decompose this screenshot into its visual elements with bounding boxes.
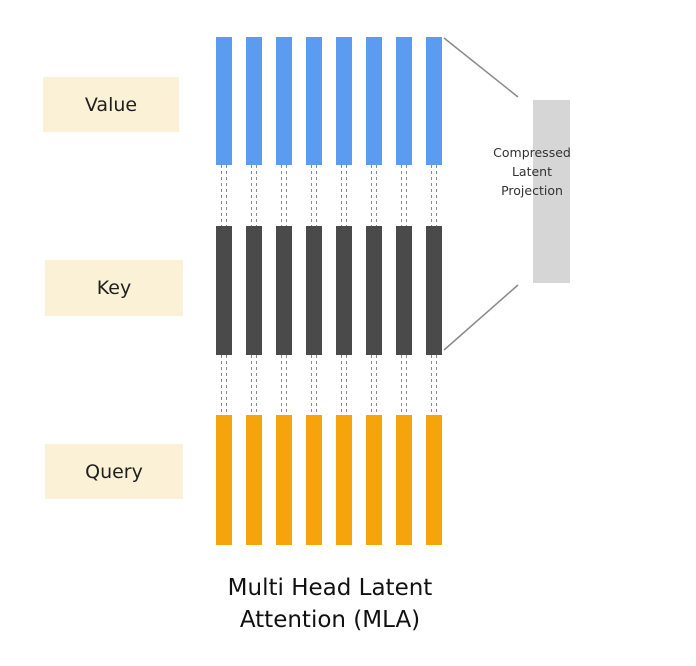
key-head-bar-3	[276, 226, 292, 355]
value-head-bar-2	[246, 37, 262, 165]
value-head-bar-7	[396, 37, 412, 165]
value-label-text: Value	[84, 93, 138, 116]
value-head-bar-1	[216, 37, 232, 165]
query-label: Query	[45, 444, 183, 499]
query-head-bar-4	[306, 415, 322, 545]
query-head-bar-1	[216, 415, 232, 545]
caption-line-1: Multi Head Latent	[227, 575, 433, 601]
value-head-bar-6	[366, 37, 382, 165]
query-label-text: Query	[85, 460, 143, 483]
value-head-bar-3	[276, 37, 292, 165]
projection-connector-bottom	[443, 284, 519, 351]
projection-label: Compressed Latent Projection	[478, 143, 586, 200]
head-bars	[216, 37, 442, 545]
diagram-caption: Multi Head Latent Attention (MLA)	[180, 572, 480, 636]
projection-label-line-2: Latent	[511, 164, 553, 179]
value-label: Value	[43, 77, 179, 132]
compressed-latent-projection-box	[533, 100, 570, 283]
value-head-bar-4	[306, 37, 322, 165]
caption-line-2: Attention (MLA)	[239, 607, 421, 633]
key-head-bar-2	[246, 226, 262, 355]
key-head-bar-4	[306, 226, 322, 355]
query-head-bar-8	[426, 415, 442, 545]
projection-label-line-3: Projection	[501, 183, 563, 198]
query-head-bar-2	[246, 415, 262, 545]
value-head-bar-5	[336, 37, 352, 165]
query-head-bar-7	[396, 415, 412, 545]
value-head-bar-8	[426, 37, 442, 165]
key-head-bar-1	[216, 226, 232, 355]
key-label: Key	[45, 260, 183, 316]
projection-label-line-1: Compressed	[493, 145, 571, 160]
query-head-bar-3	[276, 415, 292, 545]
key-head-bar-8	[426, 226, 442, 355]
dashed-connectors	[221, 165, 437, 415]
query-head-bar-5	[336, 415, 352, 545]
projection-connector-top	[443, 37, 519, 98]
query-head-bar-6	[366, 415, 382, 545]
key-head-bar-7	[396, 226, 412, 355]
key-head-bar-6	[366, 226, 382, 355]
key-head-bar-5	[336, 226, 352, 355]
key-label-text: Key	[96, 277, 132, 299]
